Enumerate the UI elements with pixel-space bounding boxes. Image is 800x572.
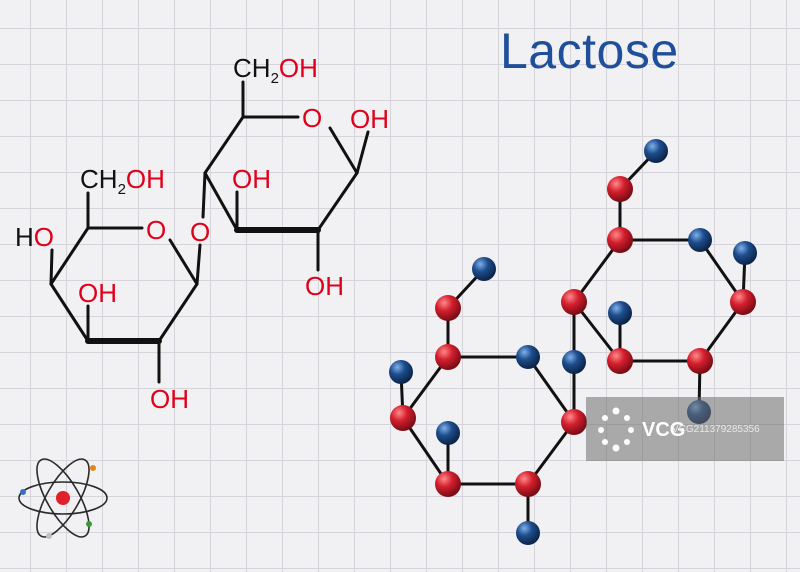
oxygen-atom bbox=[607, 348, 633, 374]
glycosidic-o-label: O bbox=[190, 217, 210, 247]
hydrogen-atom bbox=[436, 421, 460, 445]
oxygen-atom bbox=[561, 409, 587, 435]
oxygen-atom bbox=[390, 405, 416, 431]
ring-o-right-label: O bbox=[302, 103, 322, 133]
ball-stick-atoms bbox=[389, 139, 757, 545]
oh-right-c2-label: OH bbox=[305, 271, 344, 301]
ring-o-left-label: O bbox=[146, 215, 166, 245]
oxygen-atom bbox=[435, 344, 461, 370]
hydrogen-atom bbox=[562, 350, 586, 374]
ch2oh-left-label: CH2OH bbox=[80, 164, 165, 198]
structural-formula-bonds bbox=[49, 80, 370, 384]
oxygen-atom bbox=[561, 289, 587, 315]
ch2oh-top-label: CH2OH bbox=[233, 53, 318, 87]
atom-icon bbox=[18, 458, 108, 539]
hydrogen-atom bbox=[733, 241, 757, 265]
watermark-id: VCG211379285356 bbox=[672, 424, 760, 435]
oh-left-c3-label: OH bbox=[78, 278, 117, 308]
hydrogen-atom bbox=[688, 228, 712, 252]
oh-left-c2-label: OH bbox=[150, 384, 189, 414]
hydrogen-atom bbox=[389, 360, 413, 384]
oh-left-c4-label: HO bbox=[15, 222, 54, 252]
hydrogen-atom bbox=[516, 345, 540, 369]
oxygen-atom bbox=[435, 471, 461, 497]
oh-right-c3-label: OH bbox=[232, 164, 271, 194]
oxygen-atom bbox=[687, 348, 713, 374]
hydrogen-atom bbox=[516, 521, 540, 545]
oxygen-atom bbox=[607, 227, 633, 253]
oxygen-atom bbox=[515, 471, 541, 497]
page-title: Lactose bbox=[500, 23, 679, 79]
structural-formula-labels: CH2OH O OH OH OH O CH2OH O HO OH OH bbox=[15, 53, 389, 414]
hydrogen-atom bbox=[608, 301, 632, 325]
oxygen-atom bbox=[730, 289, 756, 315]
oh-anomeric-label: OH bbox=[350, 104, 389, 134]
watermark-brand: VCG bbox=[642, 419, 686, 441]
oxygen-atom bbox=[435, 295, 461, 321]
watermark-logo-icon bbox=[598, 407, 634, 452]
watermark-badge: VCG VCG211379285356 bbox=[586, 397, 784, 461]
oxygen-atom bbox=[607, 176, 633, 202]
hydrogen-atom bbox=[472, 257, 496, 281]
hydrogen-atom bbox=[644, 139, 668, 163]
